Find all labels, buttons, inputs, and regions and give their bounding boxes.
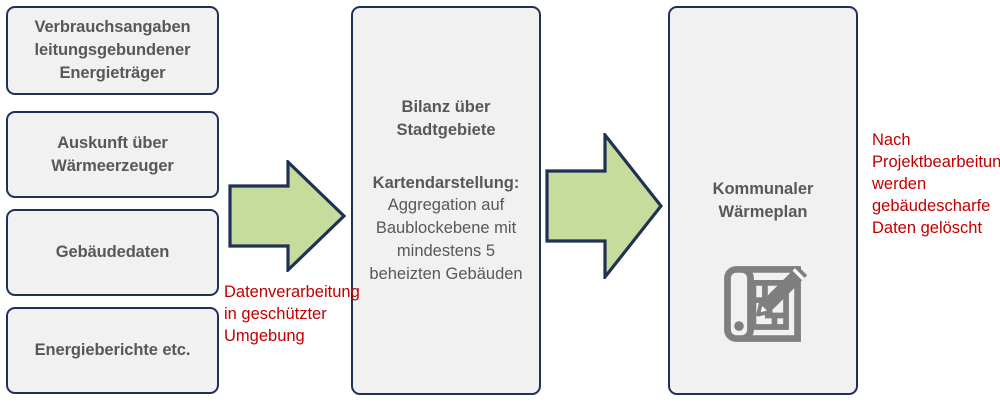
source-box-verbrauchsangaben[interactable]: Verbrauchsangaben leitungsgebundener Ene… [6,6,219,95]
source-box-auskunft-waermeerzeuger[interactable]: Auskunft über Wärmeerzeuger [6,111,219,198]
process-box-bilanz[interactable]: Bilanz über Stadtgebiete Kartendarstellu… [351,6,541,395]
source-box-label: Gebäudedaten [55,243,170,262]
arrow-sources-to-process [228,158,347,274]
blueprint-icon-container [670,256,856,352]
source-box-label: Verbrauchsangaben leitungsgebundener Ene… [34,18,191,82]
roll-knob-icon [734,320,744,331]
process-body: Aggregation auf Baublockebene mit mindes… [369,196,523,283]
process-sub-heading: Kartendarstellung: [372,173,520,192]
result-box-content: Kommunaler Wärmeplan [670,8,856,352]
note-datenloeschung: Nach Projektbearbeitung werden gebäudesc… [872,131,1000,237]
process-box-content: Bilanz über Stadtgebiete Kartendarstellu… [353,8,539,285]
right-arrow-icon [228,158,347,274]
source-box-label: Energieberichte etc. [34,341,191,360]
blueprint-plan-icon [724,265,808,342]
process-heading: Bilanz über Stadtgebiete [396,98,496,139]
result-box-waermeplan[interactable]: Kommunaler Wärmeplan [668,6,858,395]
arrow-process-to-result [545,130,664,282]
pencil-icon [756,265,808,317]
result-heading: Kommunaler Wärmeplan [712,180,814,221]
source-box-label: Auskunft über Wärmeerzeuger [51,133,174,175]
right-arrow-icon [545,130,664,282]
note-datenverarbeitung: Datenverarbeitung in geschützter Umgebun… [224,283,360,345]
source-box-energieberichte[interactable]: Energieberichte etc. [6,307,219,394]
source-box-gebaeudedaten[interactable]: Gebäudedaten [6,209,219,296]
